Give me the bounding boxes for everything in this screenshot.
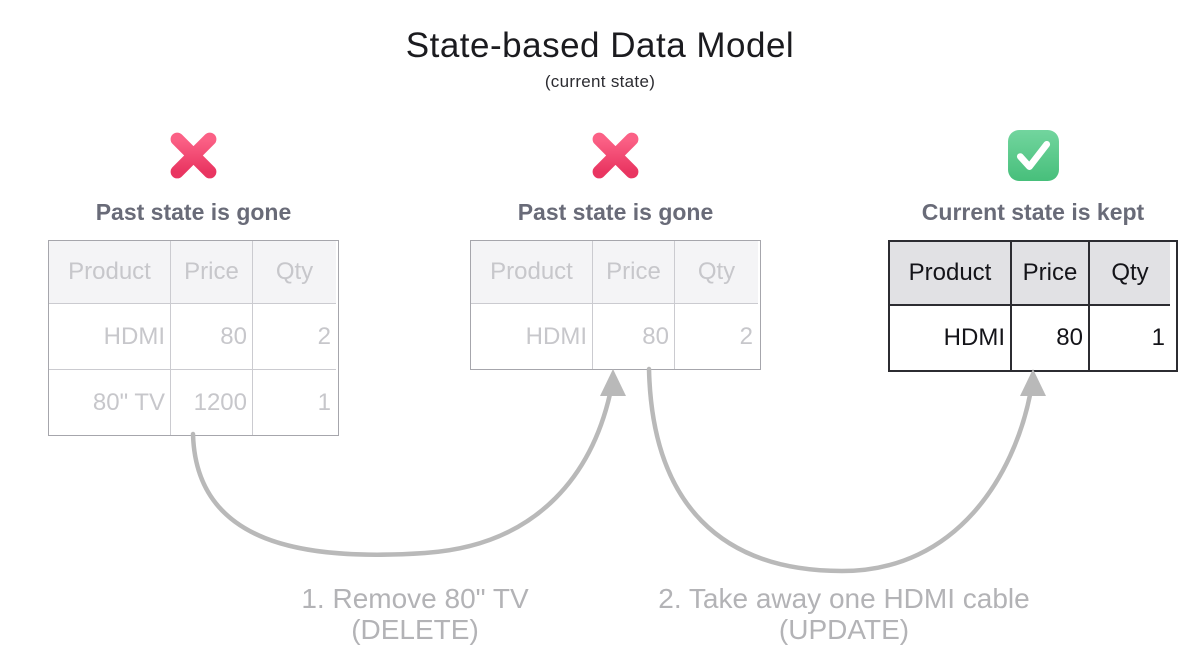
operation-action: (UPDATE) — [778, 614, 910, 645]
check-icon — [1007, 129, 1059, 181]
past-table-1: Product Price Qty HDMI 80 2 80" TV 1200 … — [48, 240, 339, 436]
cross-icon — [170, 132, 217, 178]
column-header: Price — [592, 241, 674, 303]
icon-wrap — [48, 124, 339, 186]
table-cell: 80" TV — [49, 369, 170, 435]
update-arrow — [646, 366, 1033, 574]
table-cell: HDMI — [49, 303, 170, 369]
panel-status-label: Past state is gone — [517, 199, 714, 225]
table-cell: 1200 — [170, 369, 252, 435]
column-header: Price — [1010, 242, 1088, 304]
table-cell: 80 — [170, 303, 252, 369]
table-cell: 1 — [252, 369, 336, 435]
operation-caption-update: 2. Take away one HDMI cable (UPDATE) — [634, 583, 1054, 645]
column-header: Qty — [674, 241, 758, 303]
cross-icon — [592, 132, 639, 178]
panel-past-state-1: Past state is gone Product Price Qty HDM… — [48, 124, 339, 436]
page-subtitle: (current state) — [544, 72, 656, 91]
title-block: State-based Data Model (current state) — [0, 26, 1200, 92]
column-header: Price — [170, 241, 252, 303]
column-header: Qty — [1088, 242, 1170, 304]
operation-step: 2. Take away one HDMI cable — [658, 583, 1030, 614]
icon-wrap — [888, 124, 1178, 186]
panel-current-state: Current state is kept Product Price Qty … — [888, 124, 1178, 372]
column-header: Product — [49, 241, 170, 303]
panel-past-state-2: Past state is gone Product Price Qty HDM… — [470, 124, 761, 370]
table-cell: 2 — [674, 303, 758, 369]
page-title: State-based Data Model — [405, 26, 795, 65]
delete-arrowhead-icon — [600, 369, 626, 396]
table-cell: 80 — [1010, 304, 1088, 370]
panel-status-label: Past state is gone — [95, 199, 292, 225]
panel-status-label: Current state is kept — [921, 199, 1145, 225]
operation-step: 1. Remove 80" TV — [301, 583, 529, 614]
current-table: Product Price Qty HDMI 80 1 — [888, 240, 1178, 372]
operation-caption-delete: 1. Remove 80" TV (DELETE) — [205, 583, 625, 645]
operation-action: (DELETE) — [351, 614, 479, 645]
column-header: Product — [471, 241, 592, 303]
table-cell: HDMI — [471, 303, 592, 369]
past-table-2: Product Price Qty HDMI 80 2 — [470, 240, 761, 370]
table-cell: HDMI — [890, 304, 1010, 370]
icon-wrap — [470, 124, 761, 186]
table-cell: 2 — [252, 303, 336, 369]
table-cell: 1 — [1088, 304, 1170, 370]
update-arrowhead-icon — [1020, 369, 1046, 396]
column-header: Qty — [252, 241, 336, 303]
column-header: Product — [890, 242, 1010, 304]
table-cell: 80 — [592, 303, 674, 369]
